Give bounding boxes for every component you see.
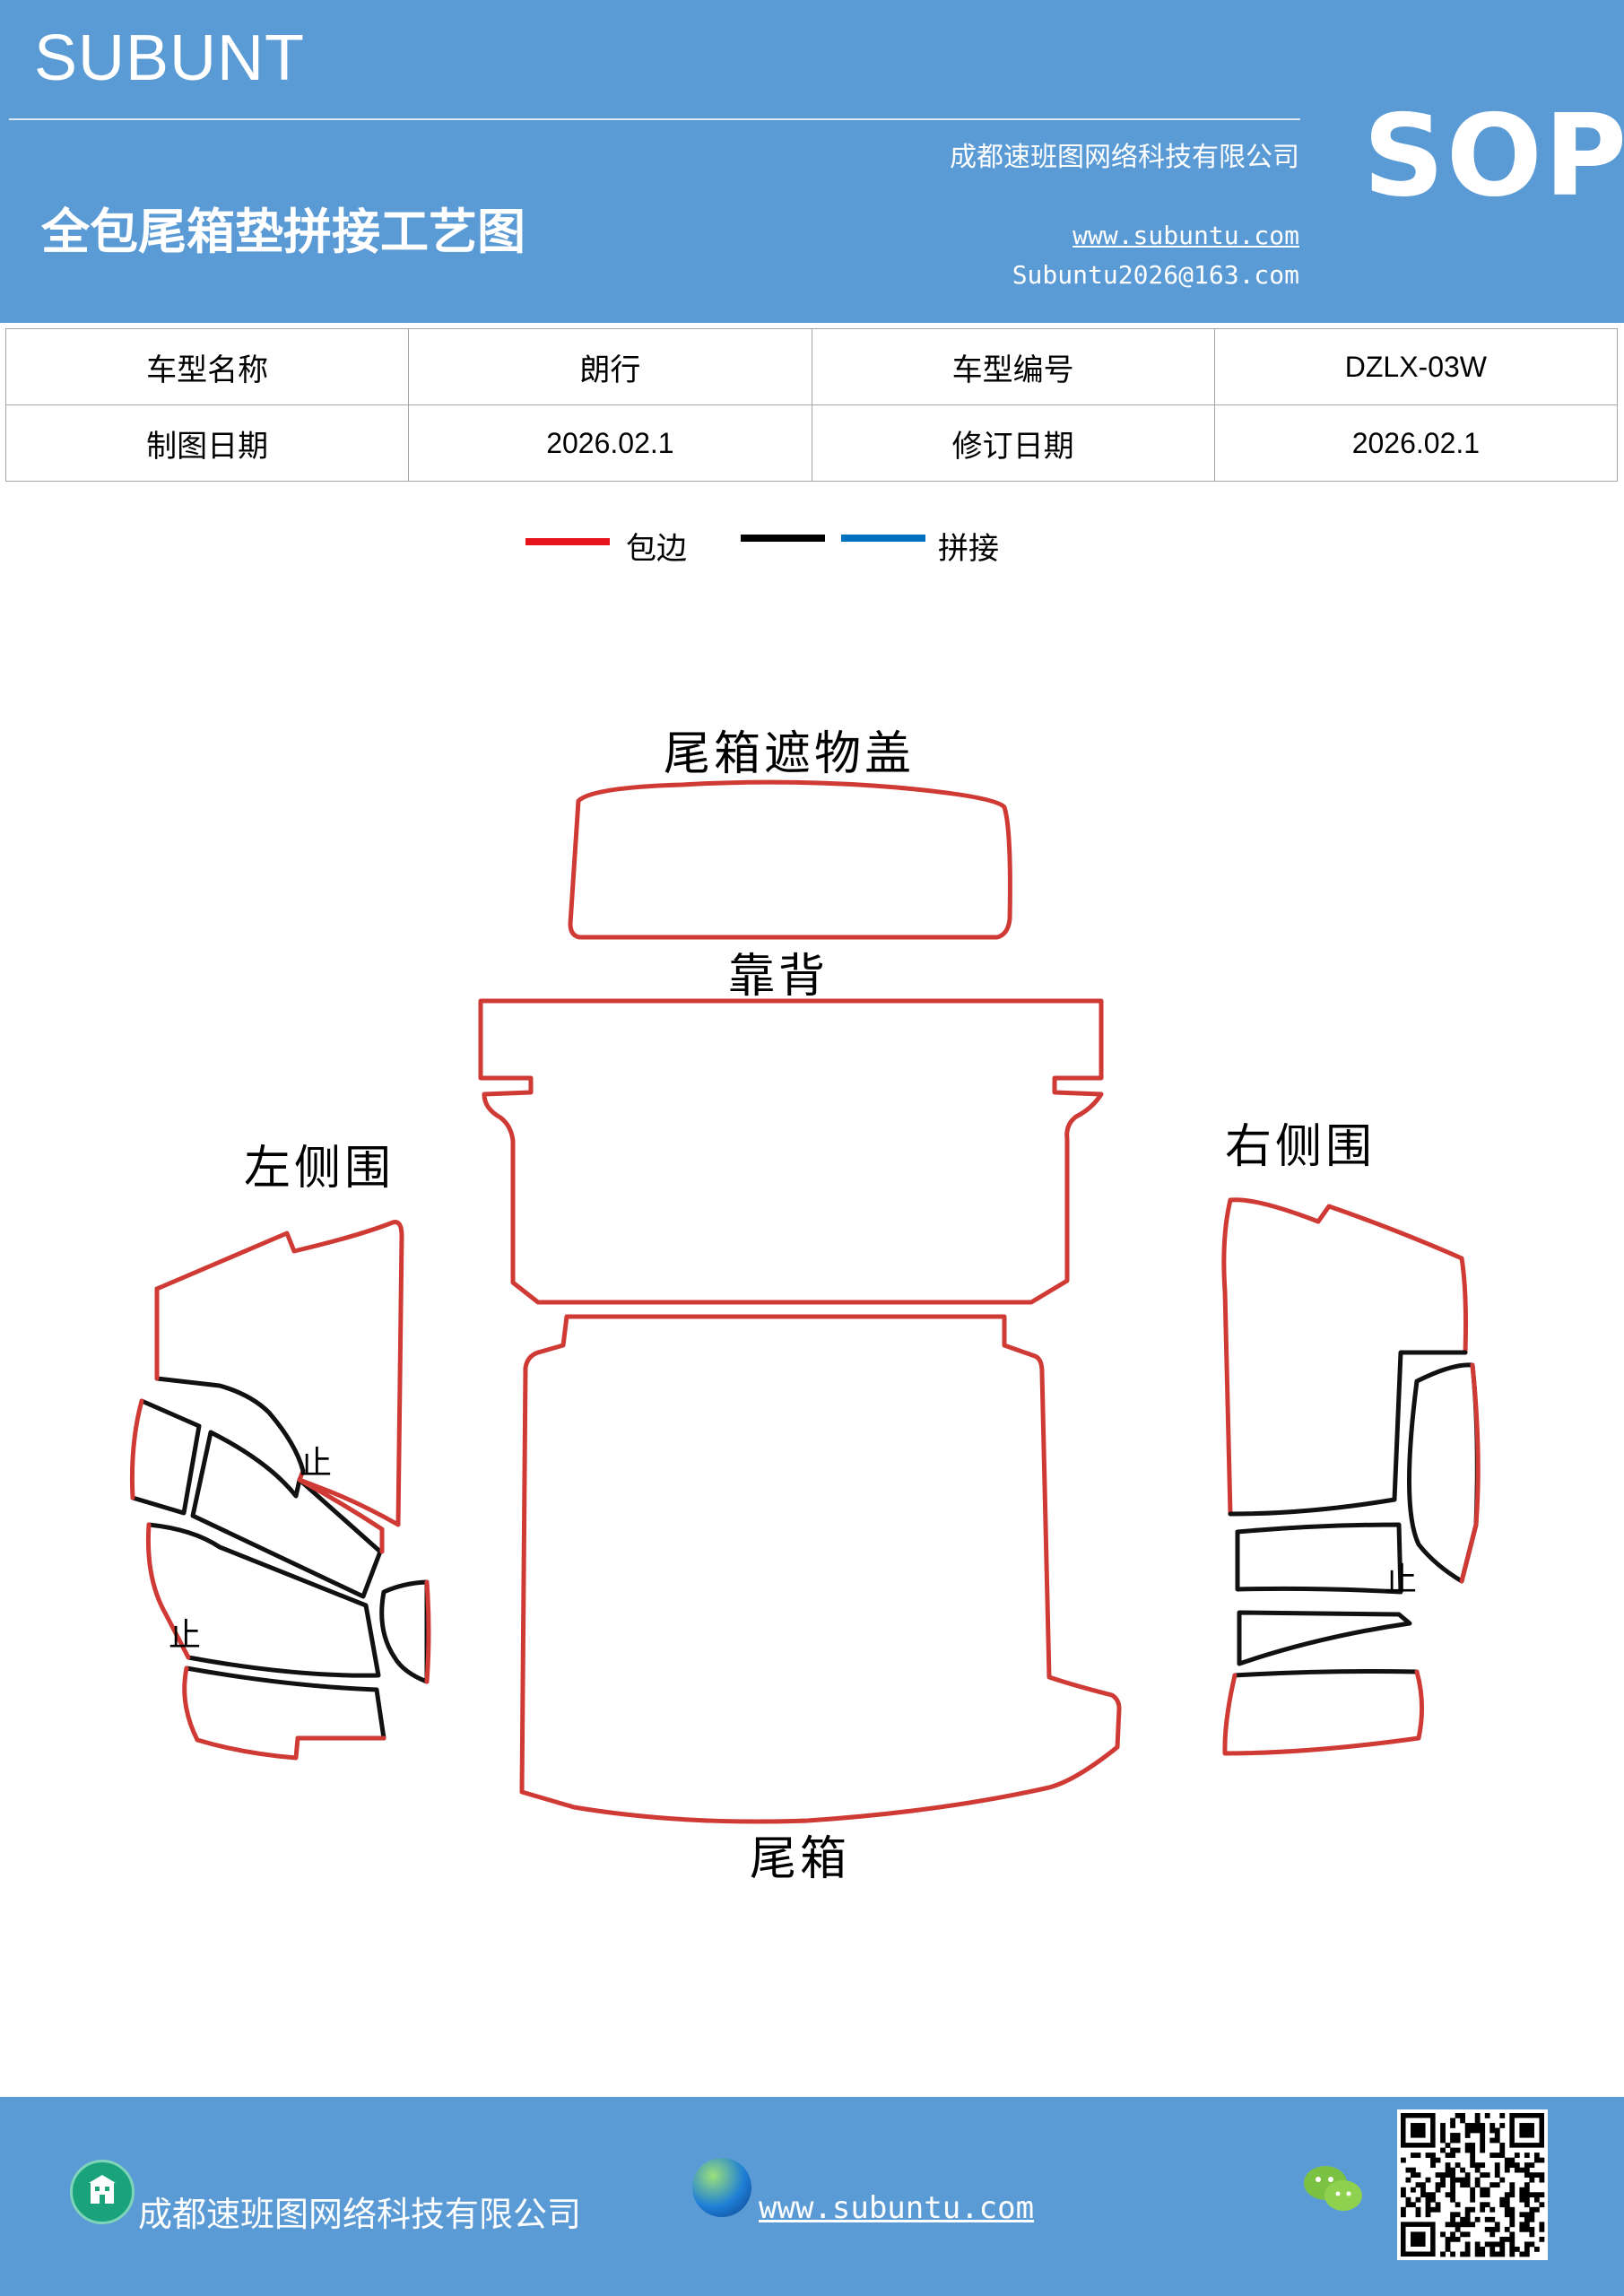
left-side-upper-seam <box>154 1286 306 1474</box>
right-side-lower-b <box>1232 1669 1420 1678</box>
stop-mark: 止 <box>169 1617 205 1654</box>
header-company: 成都速班图网络科技有限公司 <box>950 142 1299 173</box>
legend-swatch-binding <box>525 538 610 545</box>
trunk-panel <box>519 1314 1122 1824</box>
left-side-lower-b-edge <box>182 1665 386 1761</box>
left-side-mid-b-edge <box>297 1477 385 1554</box>
backrest-panel <box>478 998 1104 1305</box>
table-row: 车型名称 朗行 车型编号 DZLX-03W <box>4 328 1619 405</box>
left-side-upper <box>154 1220 404 1527</box>
sop-badge: SOP <box>1363 90 1624 222</box>
vehicle-info-table: 车型名称 朗行 车型编号 DZLX-03W 制图日期 2026.02.1 修订日… <box>4 328 1619 482</box>
stop-mark: 止 <box>300 1445 336 1482</box>
footer-company: 成都速班图网络科技有限公司 <box>138 2195 582 2234</box>
header-banner: SUBUNT 成都速班图网络科技有限公司 SOP 全包尾箱垫拼接工艺图 www.… <box>0 0 1624 323</box>
building-icon <box>70 2160 135 2224</box>
legend: 包边 拼接 <box>0 520 1624 574</box>
footer-banner: 成都速班图网络科技有限公司 www.subuntu.com <box>0 2097 1624 2296</box>
table-row: 制图日期 2026.02.1 修订日期 2026.02.1 <box>4 404 1619 482</box>
header-email: Subuntu2026@163.com <box>1012 260 1299 290</box>
right-side-inner <box>1407 1362 1480 1584</box>
header-divider <box>9 118 1300 120</box>
header-website-link[interactable]: www.subuntu.com <box>1073 221 1299 250</box>
table-cell: 朗行 <box>408 328 812 405</box>
right-side-upper-seam <box>1228 1350 1468 1517</box>
qr-code[interactable] <box>1397 2109 1548 2260</box>
legend-swatch-seam <box>841 535 925 542</box>
label-left-side: 左侧围 <box>244 1142 395 1196</box>
label-trunk: 尾箱 <box>750 1832 851 1886</box>
left-side-mid-a-edge <box>129 1398 144 1500</box>
right-side-inner-edge <box>1459 1362 1481 1584</box>
globe-icon <box>692 2158 751 2217</box>
table-cell: 2026.02.1 <box>1213 404 1619 482</box>
right-side-upper-edge <box>1221 1197 1233 1517</box>
footer-website-link[interactable]: www.subuntu.com <box>759 2190 1035 2226</box>
left-side-lower-a <box>146 1522 381 1678</box>
table-cell: 车型名称 <box>4 328 410 405</box>
left-side-small-edge <box>424 1579 431 1684</box>
cover-panel <box>568 779 1012 940</box>
brand-name: SUBUNT <box>34 22 306 94</box>
legend-label-seam: 拼接 <box>938 531 999 567</box>
right-side-upper <box>1228 1197 1468 1355</box>
left-side-lower-b <box>184 1665 386 1741</box>
table-cell: DZLX-03W <box>1213 328 1619 405</box>
legend-swatch-black <box>741 535 825 542</box>
table-cell: 制图日期 <box>4 404 410 482</box>
label-cover: 尾箱遮物盖 <box>664 727 916 781</box>
right-side-mid <box>1235 1522 1403 1595</box>
wechat-icon <box>1302 2161 1365 2215</box>
table-cell: 修订日期 <box>811 404 1215 482</box>
right-side-lower-a <box>1237 1610 1412 1666</box>
stop-mark: 止 <box>1385 1561 1421 1598</box>
mat-layout-drawing: 尾箱遮物盖 靠背 左侧围 右侧围 尾箱 止 止 止 <box>0 682 1624 1901</box>
document-title: 全包尾箱垫拼接工艺图 <box>41 204 525 260</box>
mat-pieces-svg <box>129 779 1481 1824</box>
table-cell: 2026.02.1 <box>408 404 812 482</box>
left-side-lower-a-edge <box>145 1522 191 1660</box>
right-side-lower-b-edge <box>1222 1669 1425 1756</box>
left-side-small <box>379 1579 430 1684</box>
label-backrest: 靠背 <box>728 950 829 1004</box>
table-cell: 车型编号 <box>811 328 1215 405</box>
left-side-mid-a <box>130 1398 202 1516</box>
legend-label-binding: 包边 <box>626 531 687 567</box>
label-right-side: 右侧围 <box>1225 1120 1376 1174</box>
